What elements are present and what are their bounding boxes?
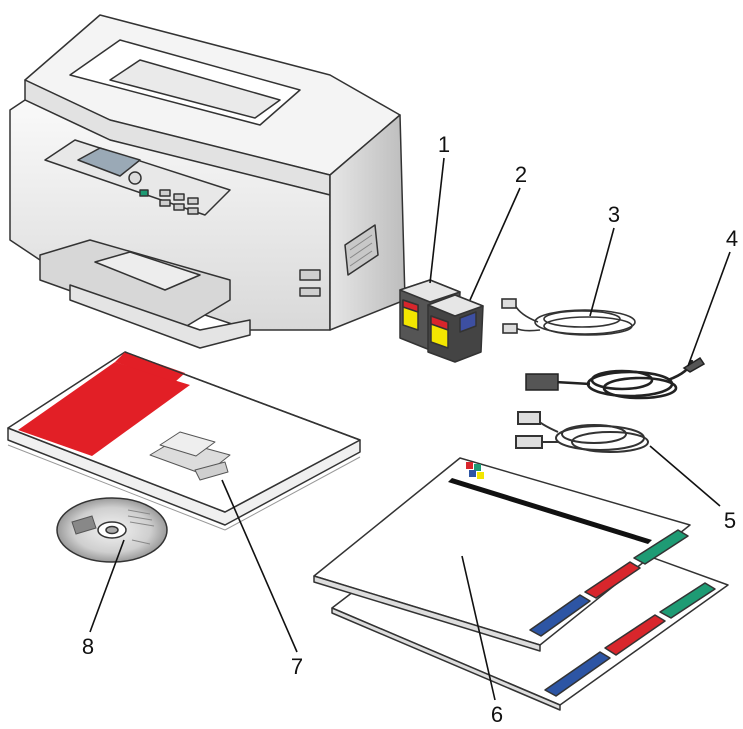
callout-6: 6 (491, 702, 503, 727)
phone-cable (502, 299, 635, 335)
usb-cable (516, 412, 648, 452)
callout-4: 4 (726, 226, 738, 251)
color-ink-cartridge (428, 295, 483, 362)
callout-2: 2 (515, 162, 527, 187)
power-cord (526, 358, 704, 398)
callout-1: 1 (438, 132, 450, 157)
callout-8: 8 (82, 634, 94, 659)
printer-illustration (10, 15, 405, 348)
callout-5: 5 (724, 508, 736, 533)
callout-3: 3 (608, 202, 620, 227)
software-cd (57, 498, 167, 562)
callout-7: 7 (291, 654, 303, 679)
user-guide-book (8, 352, 360, 530)
